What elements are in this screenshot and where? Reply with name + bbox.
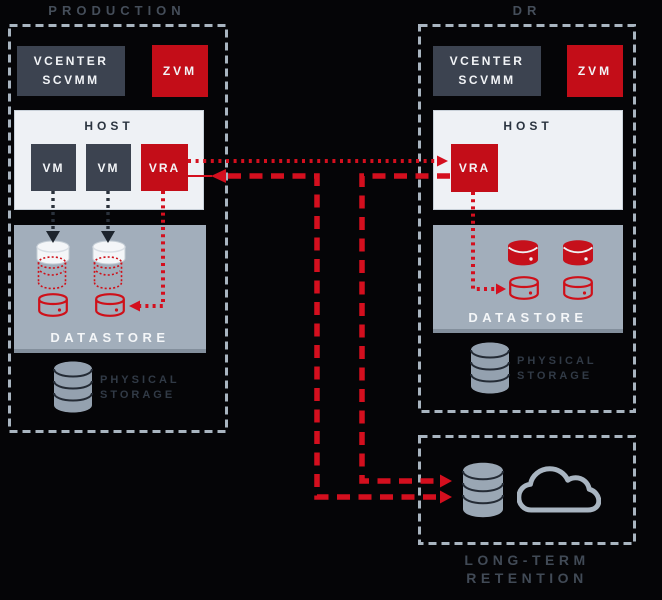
production-vra-box: VRA — [141, 144, 188, 191]
replication-arrow — [188, 155, 448, 167]
dr-zvm-box: ZVM — [567, 45, 623, 97]
dr-datastore-box: DATASTORE — [433, 225, 623, 333]
replica-disk-icon — [509, 276, 539, 300]
disk-solid-red-icon — [563, 240, 593, 266]
vm-label: VM — [97, 160, 120, 175]
database-icon — [462, 462, 504, 518]
dr-site: VCENTER SCVMM ZVM HOST VRA — [418, 24, 636, 412]
long-term-retention-zone — [418, 435, 636, 545]
physical-label: PHYSICAL — [100, 374, 180, 386]
long-term-retention-title: LONG-TERM RETENTION — [418, 551, 636, 587]
zvm-label: ZVM — [577, 64, 613, 78]
dr-physical-storage-label: PHYSICAL STORAGE — [517, 354, 597, 384]
dr-vra-box: VRA — [451, 144, 498, 192]
vm-label: VM — [42, 160, 65, 175]
replica-disk-dotted-icon — [37, 256, 67, 290]
zvm-label: ZVM — [162, 64, 198, 78]
host-label: HOST — [503, 119, 553, 133]
database-icon — [53, 361, 93, 413]
ltr-label-line1: LONG-TERM — [464, 552, 590, 568]
production-host-box: HOST VM VM VRA — [14, 110, 204, 210]
vcenter-label: VCENTER — [33, 54, 109, 68]
replica-disk-dotted-icon — [93, 256, 123, 290]
vra-label: VRA — [148, 160, 181, 175]
production-site: VCENTER SCVMM ZVM HOST VM VM VRA — [8, 24, 226, 432]
replica-disk-icon — [95, 293, 125, 317]
production-physical-storage-label: PHYSICAL STORAGE — [100, 373, 180, 403]
vra-label: VRA — [458, 161, 491, 175]
production-vm-1: VM — [31, 144, 76, 191]
dr-vcenter-scvmm-box: VCENTER SCVMM — [433, 46, 541, 96]
replica-disk-icon — [563, 276, 593, 300]
datastore-label: DATASTORE — [468, 310, 588, 325]
disk-solid-red-icon — [508, 240, 538, 266]
datastore-label: DATASTORE — [50, 330, 170, 345]
dr-title: DR — [512, 3, 542, 18]
scvmm-label: SCVMM — [458, 73, 516, 87]
production-datastore-box: DATASTORE — [14, 225, 206, 353]
production-zvm-box: ZVM — [152, 45, 208, 97]
vcenter-label: VCENTER — [449, 54, 525, 68]
host-label: HOST — [84, 119, 134, 133]
database-icon — [470, 342, 510, 394]
storage-label: STORAGE — [100, 389, 176, 401]
storage-label: STORAGE — [517, 370, 593, 382]
replica-disk-icon — [38, 293, 68, 317]
physical-label: PHYSICAL — [517, 355, 597, 367]
cloud-icon — [517, 466, 601, 513]
production-ltr-arrow — [188, 169, 452, 504]
production-vm-2: VM — [86, 144, 131, 191]
ltr-label-line2: RETENTION — [466, 570, 588, 586]
dr-host-box: HOST VRA — [433, 110, 623, 210]
production-title: PRODUCTION — [48, 3, 186, 18]
production-vcenter-scvmm-box: VCENTER SCVMM — [17, 46, 125, 96]
scvmm-label: SCVMM — [42, 73, 100, 87]
